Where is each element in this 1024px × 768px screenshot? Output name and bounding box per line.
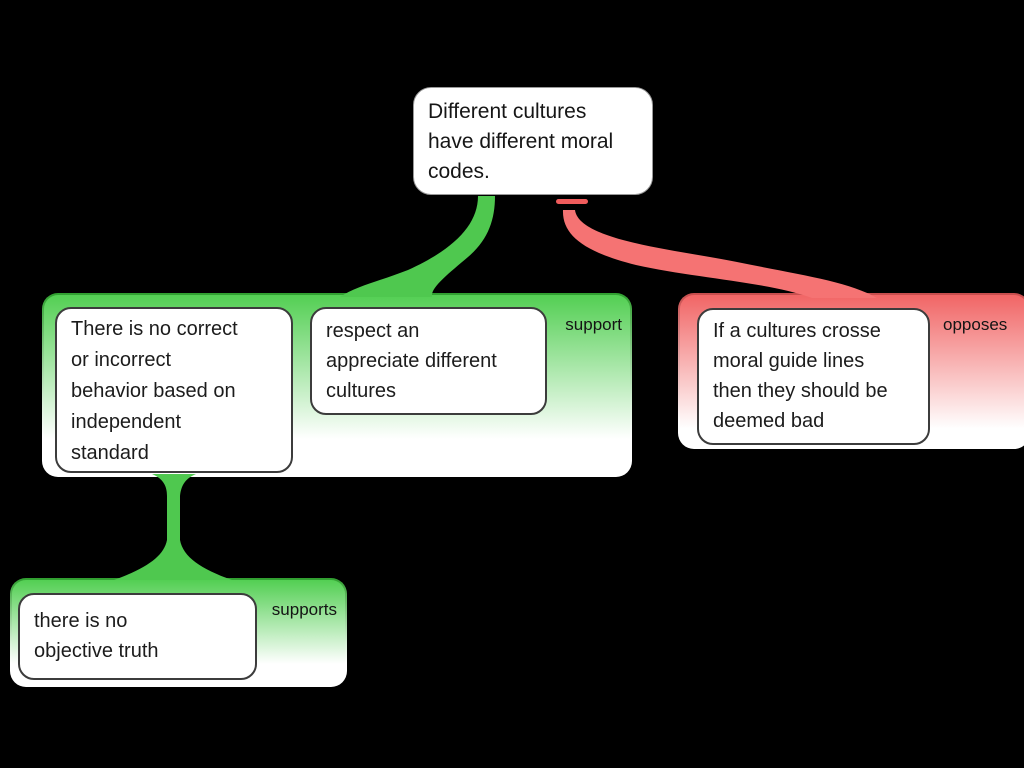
reason-group-supports[interactable]: supports there is no objective truth (10, 578, 347, 687)
opposes-bar (556, 199, 588, 204)
claim-box-no-objective-truth[interactable]: there is no objective truth (18, 593, 257, 680)
claim-text: If a cultures crosse moral guide lines t… (713, 320, 888, 432)
claim-box-no-correct-incorrect[interactable]: There is no correct or incorrect behavio… (55, 307, 293, 473)
group-label-supports: supports (271, 600, 337, 619)
claim-text: there is no objective truth (34, 610, 159, 662)
support-connector-line (340, 196, 495, 297)
claim-text: respect an appreciate different cultures (326, 320, 497, 402)
supports-connector-line (114, 474, 232, 580)
group-label-opposes: opposes (943, 315, 1008, 334)
objection-group-opposes[interactable]: opposes If a cultures crosse moral guide… (678, 293, 1024, 449)
opposes-connector-line (562, 210, 877, 298)
reason-group-support[interactable]: support There is no correct or incorrect… (42, 293, 632, 477)
group-label-support: support (565, 315, 622, 334)
claim-text: There is no correct or incorrect behavio… (71, 318, 238, 464)
claim-box-cross-guidelines[interactable]: If a cultures crosse moral guide lines t… (697, 308, 930, 445)
claim-box-root[interactable]: Different cultures have different moral … (413, 87, 653, 195)
claim-text: Different cultures have different moral … (428, 100, 614, 183)
claim-box-respect-cultures[interactable]: respect an appreciate different cultures (310, 307, 547, 415)
